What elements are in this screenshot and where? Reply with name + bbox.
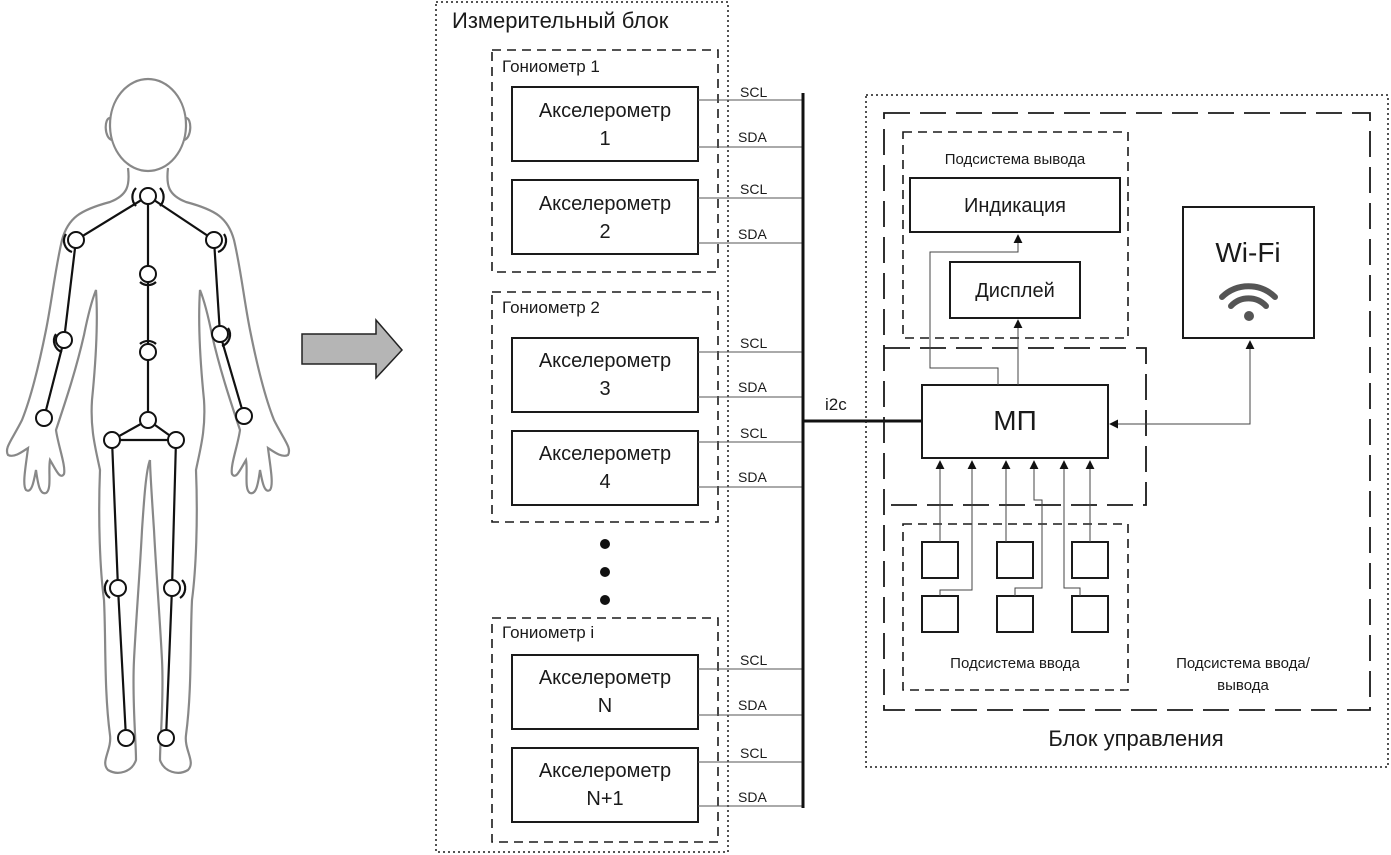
indication-box: [909, 177, 1121, 233]
accelerometer-name: Акселерометр: [539, 350, 671, 372]
accelerometer-name: Акселерометр: [539, 667, 671, 689]
ellipsis-dots: [600, 539, 610, 605]
goniometer-1-frame: [491, 49, 719, 273]
scl-label: SCL: [740, 335, 767, 351]
sda-label: SDA: [738, 226, 767, 242]
accelerometer-3-box: [511, 337, 699, 413]
sda-label: SDA: [738, 379, 767, 395]
display-box: [949, 261, 1081, 319]
accelerometer-2-box: [511, 179, 699, 255]
sda-label: SDA: [738, 697, 767, 713]
sda-label: SDA: [738, 469, 767, 485]
wifi-icon: [1219, 283, 1278, 321]
mp-box: [921, 384, 1109, 459]
input-subsystem-frame: [902, 523, 1129, 691]
mp-label: МП: [993, 405, 1036, 436]
io-subsystem-label-line1: Подсистема ввода/: [1176, 655, 1311, 672]
accelerometer-n1-box: [511, 747, 699, 823]
input-subsystem-label: Подсистема ввода: [950, 655, 1080, 672]
accelerometer-index: 2: [599, 221, 610, 243]
accelerometer-name: Акселерометр: [539, 193, 671, 215]
io-subsystem-label-line2: вывода: [1217, 677, 1269, 694]
accelerometer-name: Акселерометр: [539, 443, 671, 465]
mp-to-indication-arrow: [929, 234, 1023, 385]
accelerometer-index: 4: [599, 471, 610, 493]
scl-label: SCL: [740, 181, 767, 197]
output-subsystem-frame: [902, 131, 1129, 339]
input-buttons: [921, 541, 1109, 633]
goniometer-i-label: Гониометр i: [502, 623, 594, 642]
control-block-frame: [865, 94, 1389, 768]
scl-label: SCL: [740, 84, 767, 100]
goniometer-2-label: Гониометр 2: [502, 298, 600, 317]
scl-label: SCL: [740, 652, 767, 668]
scl-label: SCL: [740, 425, 767, 441]
accelerometer-4-box: [511, 430, 699, 506]
sda-label: SDA: [738, 129, 767, 145]
goniometer-i-frame: [491, 617, 719, 843]
goniometer-2-frame: [491, 291, 719, 523]
accelerometer-1-box: [511, 86, 699, 162]
accelerometer-index: N: [598, 695, 612, 717]
accelerometer-index: 1: [599, 128, 610, 150]
mp-wifi-link: [1109, 340, 1255, 429]
i2c-label: i2c: [825, 395, 847, 414]
human-body-figure: [5, 77, 291, 774]
transition-arrow: [301, 317, 404, 380]
goniometer-1-label: Гониометр 1: [502, 57, 600, 76]
indication-label: Индикация: [964, 195, 1066, 217]
control-block-title: Блок управления: [1048, 726, 1223, 751]
input-to-mp-arrows: [935, 460, 1095, 596]
skeleton-joints: [35, 187, 253, 747]
sda-label: SDA: [738, 789, 767, 805]
scl-label: SCL: [740, 745, 767, 761]
accelerometer-name: Акселерометр: [539, 100, 671, 122]
accelerometer-index: N+1: [586, 788, 623, 810]
display-label: Дисплей: [975, 280, 1055, 302]
accelerometer-index: 3: [599, 378, 610, 400]
accelerometer-name: Акселерометр: [539, 760, 671, 782]
output-subsystem-label: Подсистема вывода: [945, 151, 1086, 168]
accelerometer-n-box: [511, 654, 699, 730]
measurement-block-frame: [435, 1, 729, 853]
measurement-block-title: Измерительный блок: [452, 8, 669, 33]
wifi-label: Wi-Fi: [1215, 237, 1280, 268]
i2c-wires: [698, 99, 803, 807]
